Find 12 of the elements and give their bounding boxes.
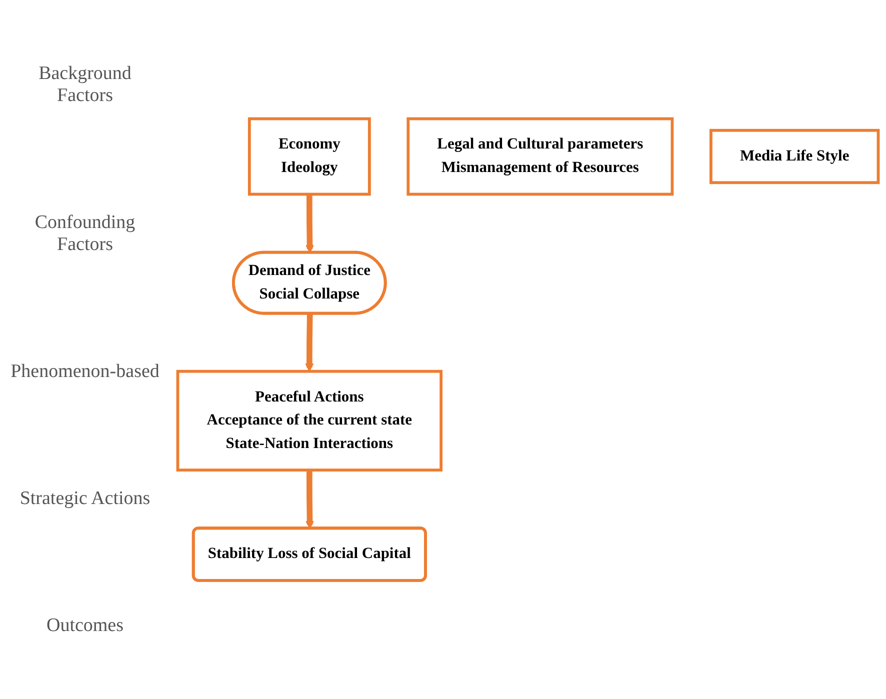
- node-box: Economy Ideology: [248, 117, 371, 196]
- node-box: Legal and Cultural parameters Mismanagement of Resources: [406, 117, 674, 196]
- stage-label: Phenomenon-based: [10, 360, 160, 382]
- stage-label: Outcomes: [45, 614, 125, 636]
- stage-label: Strategic Actions: [18, 488, 152, 510]
- node-box: Peaceful Actions Acceptance of the current state State-Nation Interactions: [176, 370, 443, 472]
- arrow: [306, 470, 314, 529]
- stage-label: Confounding Factors: [34, 212, 136, 256]
- stage-label: Background Factors: [38, 62, 132, 106]
- arrow: [306, 194, 314, 254]
- arrow: [305, 314, 314, 372]
- node-box: Media Life Style: [709, 128, 880, 184]
